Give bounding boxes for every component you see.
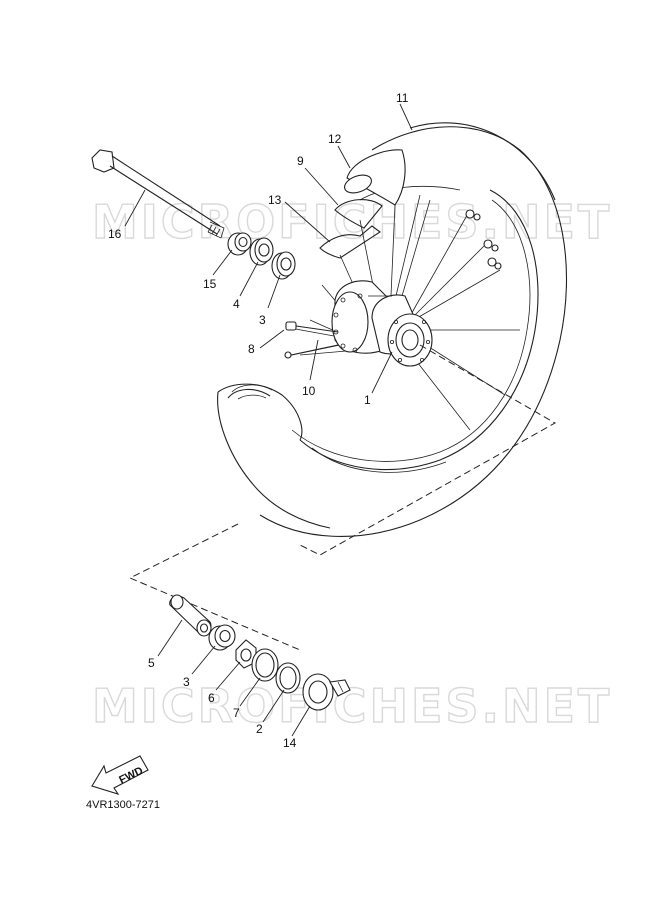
watermark-top: MICROFICHES.NET bbox=[92, 195, 612, 249]
hub bbox=[331, 280, 433, 367]
axle bbox=[91, 149, 225, 239]
callout-3-lower: 3 bbox=[183, 675, 190, 689]
callout-5: 5 bbox=[148, 656, 155, 670]
callout-10: 10 bbox=[302, 384, 316, 398]
callout-1: 1 bbox=[364, 393, 371, 407]
gasket-ring bbox=[251, 648, 279, 682]
callout-15: 15 bbox=[203, 277, 217, 291]
reference-lines bbox=[128, 344, 557, 651]
callout-11: 11 bbox=[396, 91, 409, 105]
callout-9: 9 bbox=[297, 154, 304, 168]
callout-16: 16 bbox=[108, 227, 122, 241]
fwd-arrow-icon: FWD bbox=[91, 755, 149, 795]
oil-seal-upper bbox=[249, 237, 274, 266]
callout-6: 6 bbox=[208, 691, 215, 705]
diagram-code: 4VR1300-7271 bbox=[86, 799, 160, 811]
callout-12: 12 bbox=[328, 132, 342, 146]
callout-8: 8 bbox=[248, 342, 255, 356]
bearing-upper bbox=[271, 251, 296, 280]
callout-7: 7 bbox=[233, 706, 240, 720]
rim-band-tube bbox=[319, 149, 406, 259]
spacer-collar bbox=[169, 594, 212, 637]
spoke-nipples bbox=[465, 209, 502, 270]
callout-4: 4 bbox=[233, 297, 240, 311]
bearing-lower bbox=[208, 624, 236, 651]
leader-lines bbox=[124, 103, 413, 737]
oil-seal-lower bbox=[275, 662, 301, 694]
watermark-bottom: MICROFICHES.NET bbox=[92, 679, 612, 733]
callout-13: 13 bbox=[268, 193, 282, 207]
bolt bbox=[284, 321, 339, 359]
callout-2: 2 bbox=[256, 722, 263, 736]
callout-3-upper: 3 bbox=[259, 313, 266, 327]
speedometer-gear-unit bbox=[302, 673, 351, 711]
collar bbox=[227, 232, 252, 256]
callout-14: 14 bbox=[283, 736, 297, 750]
